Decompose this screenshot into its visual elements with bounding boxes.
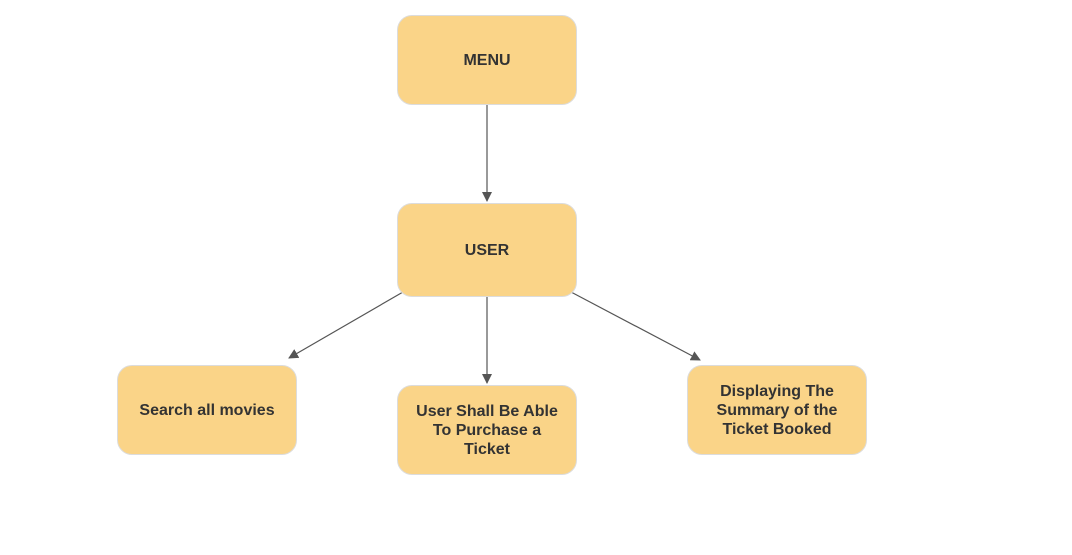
node-ticket-summary[interactable]: Displaying The Summary of the Ticket Boo… [687,365,867,455]
node-user[interactable]: USER [397,203,577,297]
node-purchase-label: User Shall Be Able To Purchase a Ticket [416,402,558,458]
node-search-all-movies[interactable]: Search all movies [117,365,297,455]
node-summary-label: Displaying The Summary of the Ticket Boo… [716,382,838,438]
edge-user-to-summary [570,291,701,361]
node-purchase-ticket[interactable]: User Shall Be Able To Purchase a Ticket [397,385,577,475]
node-menu[interactable]: MENU [397,15,577,105]
edge-user-to-search [288,291,404,359]
node-user-label: USER [464,241,510,259]
node-search-label: Search all movies [139,401,275,419]
node-menu-label: MENU [463,51,511,69]
